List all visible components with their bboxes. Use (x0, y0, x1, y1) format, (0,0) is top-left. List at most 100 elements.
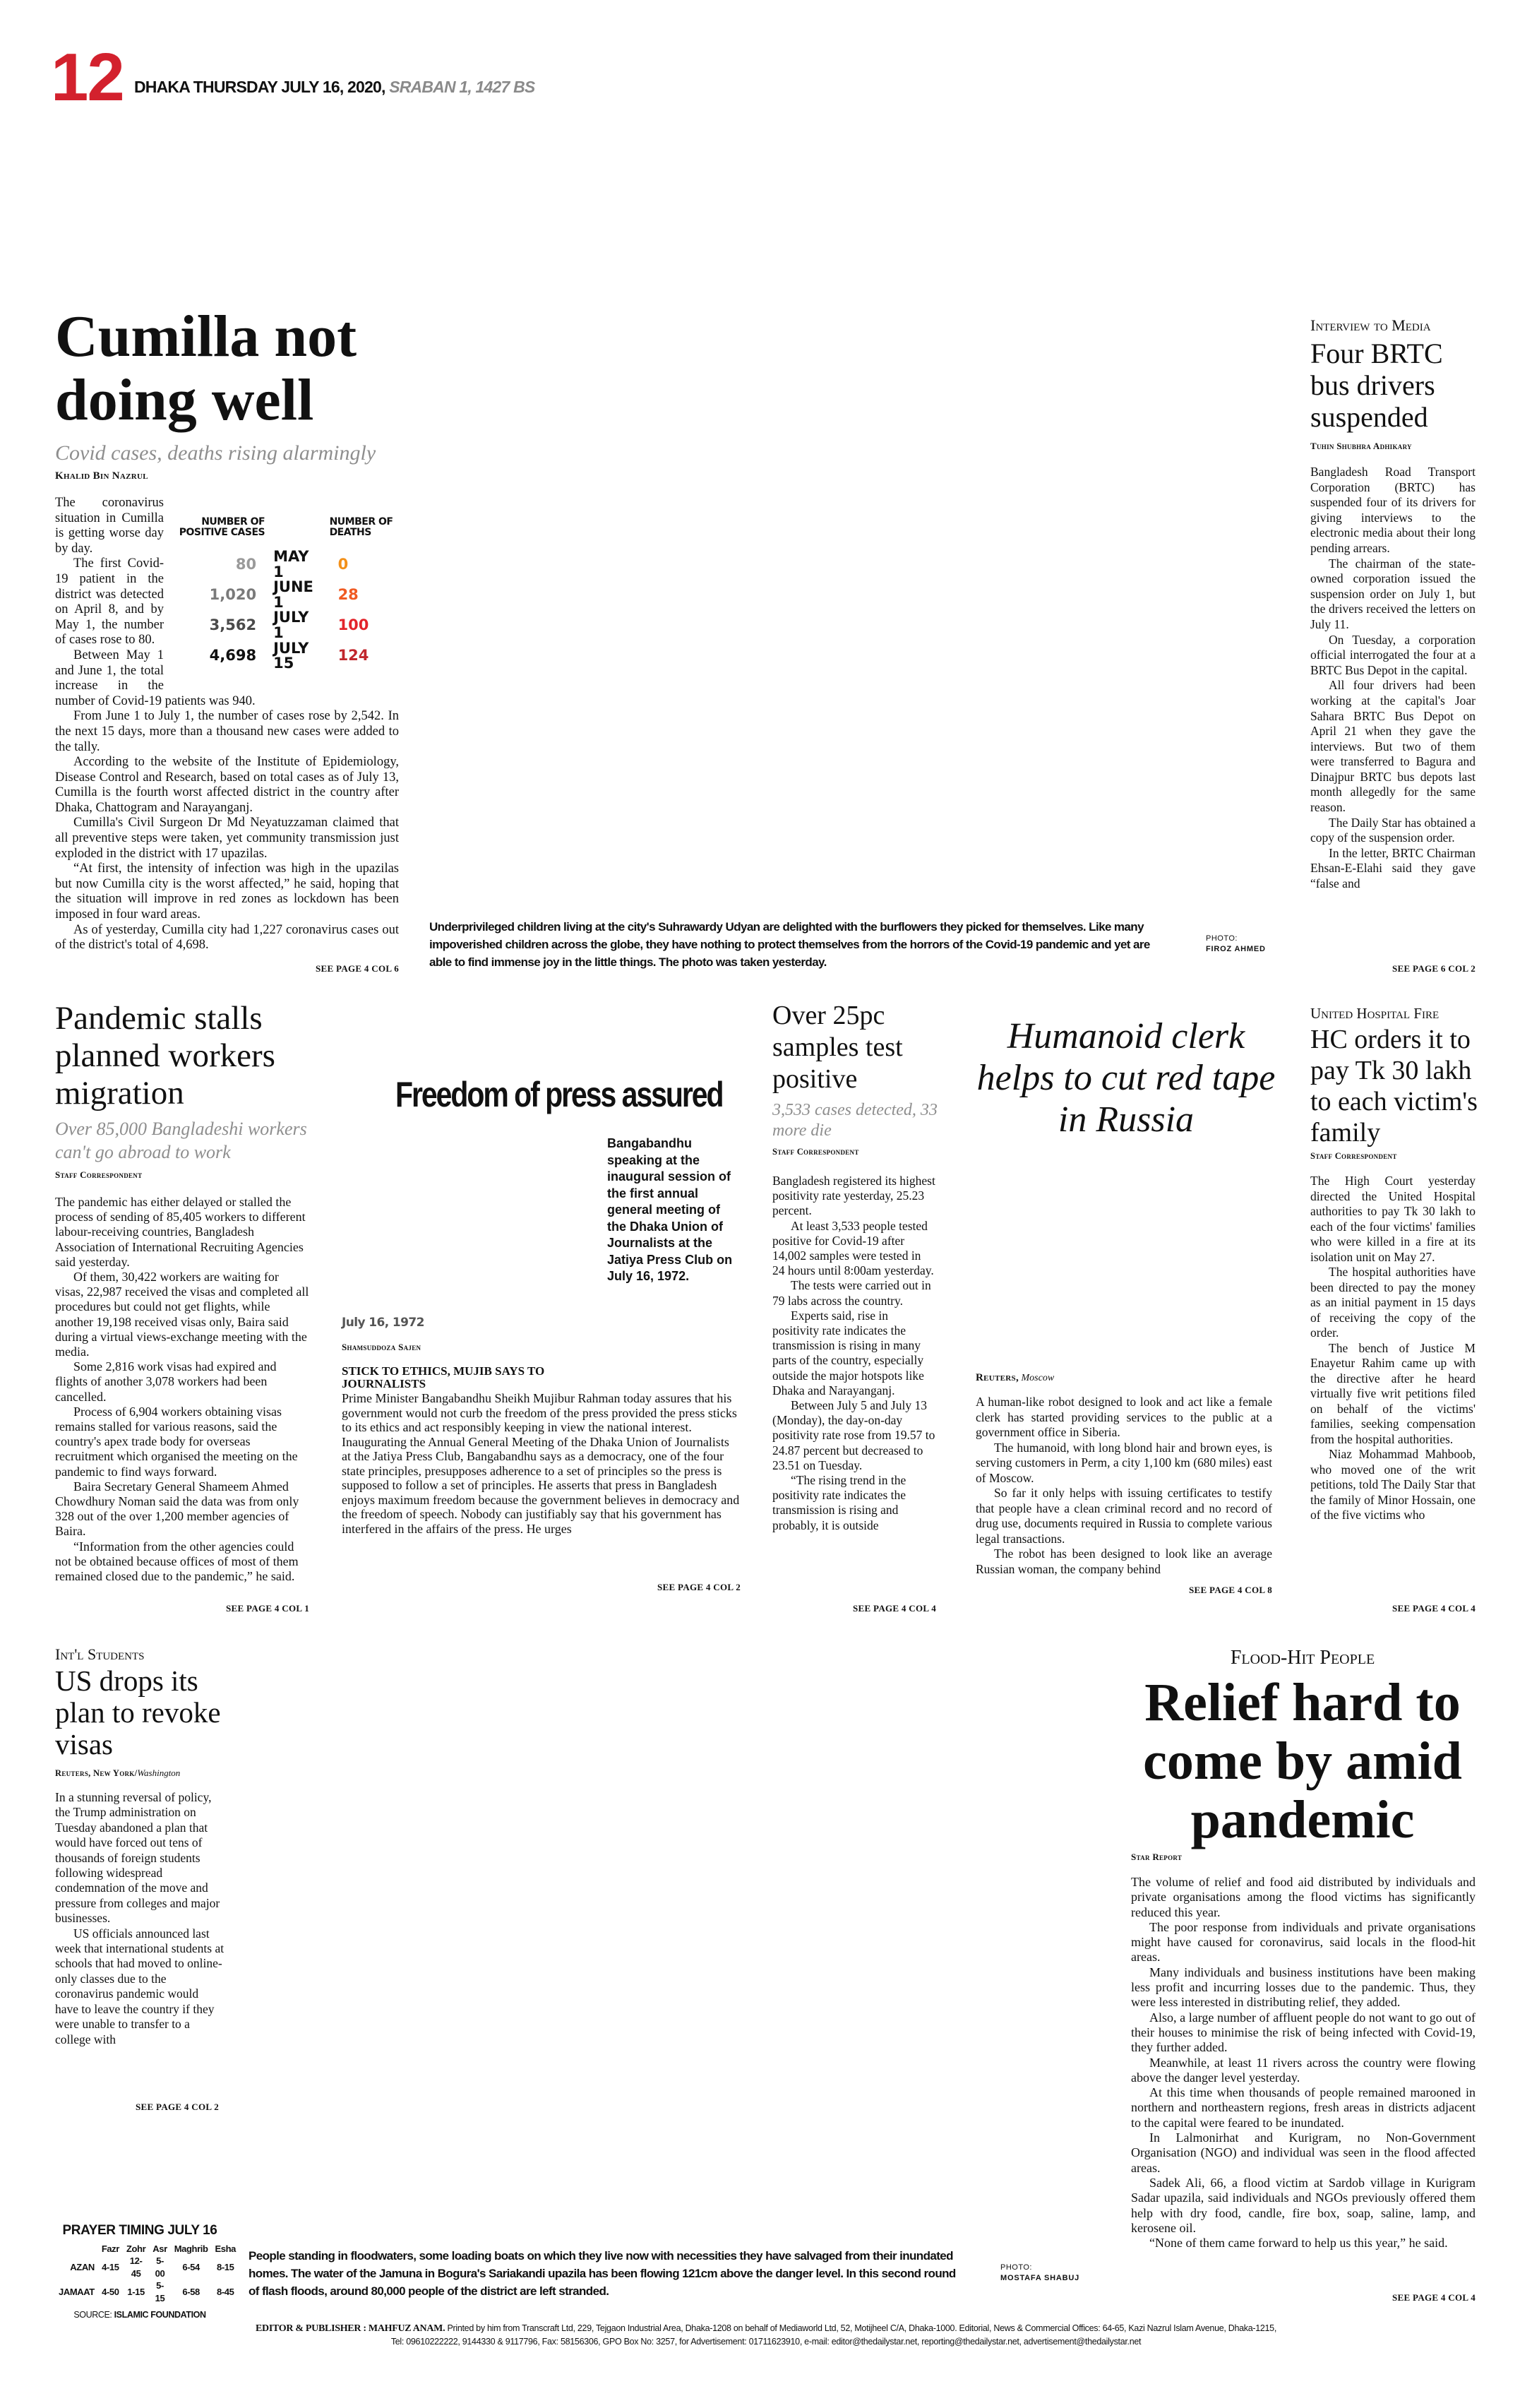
relief-headline: Relief hard to come by amid pandemic (1143, 1673, 1462, 1849)
photographer-name: MOSTAFA SHABUJ (1000, 2274, 1080, 2282)
cumilla-article-body: NUMBER OF POSITIVE CASES NUMBER OF DEATHS… (55, 496, 399, 953)
paragraph: The High Court yesterday directed the Un… (1310, 1174, 1476, 1264)
imprint-line-2: Tel: 09610222222, 9144330 & 9117796, Fax… (390, 2337, 1142, 2347)
paragraph: “Information from the other agencies cou… (55, 1539, 299, 1584)
positivity-headline: Over 25pc samples test positive (772, 1001, 903, 1094)
cumilla-jump-link[interactable]: SEE PAGE 4 COL 6 (316, 963, 399, 974)
credit-label: PHOTO: (1206, 934, 1238, 943)
paragraph: A human-like robot designed to look and … (976, 1395, 1272, 1439)
table-row: 4,698 JULY 15 124 (169, 639, 399, 672)
hospital-article-body: The High Court yesterday directed the Un… (1310, 1174, 1476, 1523)
time: 6-54 (182, 2261, 200, 2272)
hospital-kicker: United Hospital Fire (1310, 1005, 1440, 1022)
paragraph: The poor response from individuals and p… (1131, 1919, 1476, 1965)
page-number: 12 (51, 40, 125, 115)
positivity-article-body: Bangladesh registered its highest positi… (772, 1174, 936, 1533)
paragraph: In a stunning reversal of policy, the Tr… (55, 1790, 220, 1926)
paragraph: Meanwhile, at least 11 rivers across the… (1131, 2055, 1476, 2085)
humanoid-jump-link[interactable]: SEE PAGE 4 COL 8 (1189, 1585, 1272, 1595)
paragraph: “None of them came forward to help us th… (1149, 2236, 1448, 2251)
paragraph: Experts said, rise in positivity rate in… (772, 1308, 924, 1397)
byline-agency: Reuters, New York/ (55, 1768, 138, 1778)
paragraph: Between July 5 and July 13 (Monday), the… (772, 1398, 935, 1472)
prayer-name: Esha (215, 2243, 237, 2254)
visas-byline: Reuters, New York/Washington (55, 1768, 180, 1779)
source-label: SOURCE: (73, 2310, 112, 2320)
paragraph: The bench of Justice M Enayetur Rahim ca… (1310, 1340, 1476, 1446)
deaths-value: 124 (337, 647, 369, 664)
cumilla-stats-table: NUMBER OF POSITIVE CASES NUMBER OF DEATHS… (169, 517, 399, 693)
paragraph: Prime Minister Bangabandhu Sheikh Mujibu… (342, 1391, 740, 1536)
paragraph: US officials announced last week that in… (55, 1926, 225, 2046)
byline-place: Moscow (1021, 1373, 1055, 1383)
cases-value: 1,020 (209, 585, 257, 603)
relief-byline: Star Report (1131, 1852, 1183, 1862)
paragraph: All four drivers had been working at the… (1310, 678, 1476, 815)
paragraph: The chairman of the state-owned corporat… (1310, 556, 1476, 631)
cumilla-subtitle: Covid cases, deaths rising alarmingly (55, 441, 376, 465)
freedom-article-body: Prime Minister Bangabandhu Sheikh Mujibu… (342, 1391, 741, 1536)
paragraph: In Lalmonirhat and Kurigram, no Non-Gove… (1131, 2130, 1476, 2175)
paragraph: Niaz Mohammad Mahboob, who moved one of … (1310, 1447, 1476, 1522)
photo-caption: Underprivileged children living at the c… (429, 920, 1150, 969)
paragraph: The first Covid-19 patient in the distri… (55, 556, 164, 648)
cumilla-byline: Khalid Bin Nazrul (55, 470, 148, 482)
freedom-jump-link[interactable]: SEE PAGE 4 COL 2 (657, 1582, 741, 1592)
relief-jump-link[interactable]: SEE PAGE 4 COL 4 (1392, 2292, 1476, 2303)
paragraph: The coronavirus situation in Cumilla is … (55, 496, 164, 556)
paragraph: Of them, 30,422 workers are waiting for … (55, 1270, 309, 1359)
children-photo (429, 311, 1280, 911)
time: 4-50 (102, 2287, 119, 2298)
time: 5-00 (155, 2255, 165, 2279)
paragraph: Cumilla's Civil Surgeon Dr Md Neyatuzzam… (55, 816, 399, 861)
visas-jump-link[interactable]: SEE PAGE 4 COL 2 (136, 2102, 219, 2112)
date-value: JUNE 1 (273, 578, 313, 611)
hospital-jump-link[interactable]: SEE PAGE 4 COL 4 (1392, 1603, 1476, 1614)
paragraph: “The rising trend in the positivity rate… (772, 1473, 906, 1532)
migration-jump-link[interactable]: SEE PAGE 4 COL 1 (226, 1603, 309, 1614)
positivity-jump-link[interactable]: SEE PAGE 4 COL 4 (853, 1603, 936, 1614)
imprint-footer: EDITOR & PUBLISHER : MAHFUZ ANAM. Printe… (0, 2322, 1532, 2349)
cases-value: 4,698 (209, 647, 257, 664)
flood-photo-credit: PHOTO:MOSTAFA SHABUJ (1000, 2263, 1079, 2284)
photographer-name: FIROZ AHMED (1206, 945, 1266, 953)
paragraph: Bangladesh Road Transport Corporation (B… (1310, 465, 1476, 555)
paragraph: The tests were carried out in 79 labs ac… (772, 1278, 931, 1308)
hospital-headline: HC orders it to pay Tk 30 lakh to each v… (1310, 1025, 1478, 1148)
time: 4-15 (102, 2261, 119, 2272)
paragraph: According to the website of the Institut… (55, 755, 399, 815)
humanoid-headline: Humanoid clerk helps to cut red tape in … (976, 1016, 1276, 1140)
paragraph: Bangladesh registered its highest positi… (772, 1174, 935, 1218)
paragraph: The volume of relief and food aid distri… (1131, 1875, 1476, 1919)
freedom-subhead: STICK TO ETHICS, MUJIB SAYS TO JOURNALIS… (342, 1364, 545, 1390)
paragraph: Between May 1 and June 1, the total incr… (55, 648, 256, 708)
time: 1-15 (127, 2287, 145, 2298)
migration-subtitle: Over 85,000 Bangladeshi workers can't go… (55, 1119, 307, 1162)
deaths-value: 100 (337, 616, 369, 634)
humanoid-article-body: A human-like robot designed to look and … (976, 1395, 1272, 1577)
brtc-headline: Four BRTC bus drivers suspended (1310, 338, 1443, 433)
cases-column-header: NUMBER OF POSITIVE CASES (179, 516, 265, 538)
robot-photo (974, 1158, 1278, 1363)
paragraph: Process of 6,904 workers obtaining visas… (55, 1404, 298, 1479)
cases-value: 80 (235, 555, 257, 573)
dateline: DHAKA THURSDAY JULY 16, 2020, SRABAN 1, … (134, 78, 535, 96)
paragraph: Some 2,816 work visas had expired and fl… (55, 1359, 277, 1404)
paragraph: At least 3,533 people tested positive fo… (772, 1218, 934, 1278)
date: DHAKA THURSDAY JULY 16, 2020, (134, 78, 385, 96)
migration-headline: Pandemic stalls planned workers migratio… (55, 1000, 275, 1111)
time: 12-45 (129, 2255, 143, 2279)
deaths-column-header: NUMBER OF DEATHS (329, 516, 393, 538)
paragraph: From June 1 to July 1, the number of cas… (55, 709, 399, 754)
paragraph: On Tuesday, a corporation official inter… (1310, 632, 1476, 677)
brtc-jump-link[interactable]: SEE PAGE 6 COL 2 (1392, 963, 1476, 974)
paragraph: The pandemic has either delayed or stall… (55, 1195, 306, 1269)
date-value: JULY 15 (273, 639, 309, 672)
